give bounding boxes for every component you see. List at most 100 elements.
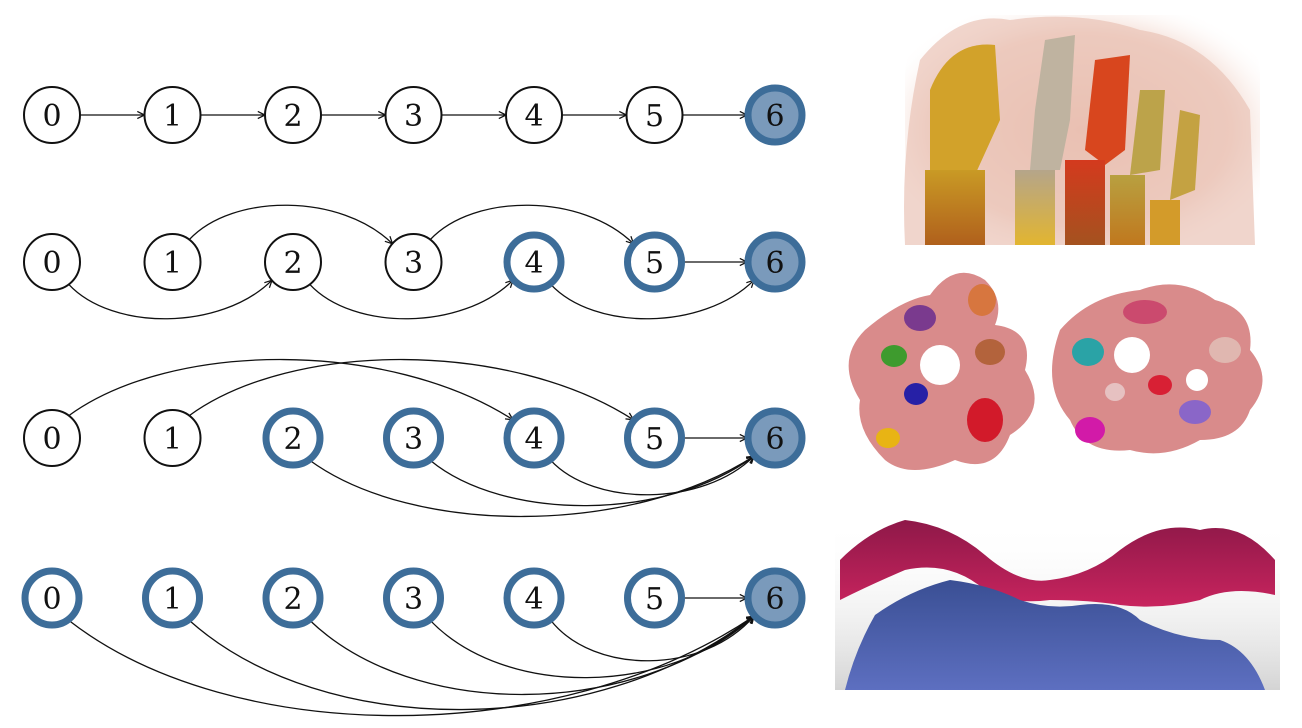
edge-row-4-1-to-6 xyxy=(188,616,754,711)
node-row-1-2: 2 xyxy=(264,86,322,144)
node-circle xyxy=(262,567,324,629)
node-row-2-1: 1 xyxy=(143,233,202,291)
node-row-2-2: 2 xyxy=(264,233,322,291)
node-label: 0 xyxy=(42,99,61,134)
edge-row-4-0-to-6 xyxy=(68,616,754,717)
node-label: 5 xyxy=(645,246,664,281)
node-label: 0 xyxy=(42,582,61,617)
node-circle xyxy=(21,567,83,629)
node-row-3-0: 0 xyxy=(23,409,81,467)
node-label: 6 xyxy=(765,422,784,457)
node-label: 1 xyxy=(163,422,182,457)
node-circle xyxy=(744,407,806,469)
node-row-2-0: 0 xyxy=(23,233,81,291)
node-label: 6 xyxy=(765,99,784,134)
node-label: 6 xyxy=(765,246,784,281)
node-circle xyxy=(625,86,684,144)
node-circle xyxy=(23,233,81,291)
edge-row-4-3-to-6 xyxy=(429,616,754,679)
node-circle xyxy=(143,233,202,291)
node-row-2-5: 5 xyxy=(624,231,685,293)
node-circle xyxy=(262,407,324,469)
node-circle xyxy=(23,409,81,467)
node-label: 4 xyxy=(524,582,543,617)
node-circle xyxy=(384,86,443,144)
node-row-4-4: 4 xyxy=(503,567,565,629)
node-circle xyxy=(505,86,563,144)
node-label: 1 xyxy=(163,99,182,134)
node-label: 3 xyxy=(404,582,423,617)
node-label: 1 xyxy=(163,582,182,617)
edge-row-2-3-to-5 xyxy=(429,204,633,244)
node-circle xyxy=(624,407,685,469)
node-label: 6 xyxy=(765,582,784,617)
node-label: 1 xyxy=(163,246,182,281)
node-label: 4 xyxy=(524,99,543,134)
node-label: 3 xyxy=(404,99,423,134)
node-label: 0 xyxy=(42,246,61,281)
node-label: 5 xyxy=(645,99,664,134)
node-row-3-6: 6 xyxy=(744,407,806,469)
edge-row-3-3-to-6 xyxy=(429,456,754,507)
node-row-2-4: 4 xyxy=(503,231,565,293)
node-circle xyxy=(143,86,202,144)
node-row-4-0: 0 xyxy=(21,567,83,629)
edge-row-2-0-to-2 xyxy=(68,280,272,320)
edges-layer xyxy=(68,115,754,717)
foot-bones-render xyxy=(904,15,1260,245)
node-label: 2 xyxy=(283,99,302,134)
terrain-layers-render xyxy=(835,520,1280,690)
node-circle xyxy=(264,233,322,291)
node-circle xyxy=(503,407,565,469)
node-label: 0 xyxy=(42,422,61,457)
node-label: 4 xyxy=(524,246,543,281)
molecule-blobs-render xyxy=(848,272,1263,470)
edge-row-2-2-to-4 xyxy=(309,280,513,320)
node-label: 2 xyxy=(283,582,302,617)
node-circle xyxy=(143,409,202,467)
node-row-3-1: 1 xyxy=(143,409,202,467)
edge-row-3-0-to-4 xyxy=(68,358,513,420)
node-row-1-1: 1 xyxy=(143,86,202,144)
node-circle xyxy=(264,86,322,144)
node-circle xyxy=(624,231,685,293)
node-label: 2 xyxy=(283,422,302,457)
node-row-4-5: 5 xyxy=(624,567,685,629)
node-row-3-5: 5 xyxy=(624,407,685,469)
node-row-1-5: 5 xyxy=(625,86,684,144)
node-label: 4 xyxy=(524,422,543,457)
node-row-4-3: 3 xyxy=(383,567,444,629)
node-circle xyxy=(624,567,685,629)
node-row-1-3: 3 xyxy=(384,86,443,144)
node-row-1-4: 4 xyxy=(505,86,563,144)
node-label: 3 xyxy=(404,246,423,281)
node-circle xyxy=(383,567,444,629)
node-circle xyxy=(23,86,81,144)
node-row-1-6: 6 xyxy=(744,84,806,146)
node-circle xyxy=(744,84,806,146)
node-row-2-6: 6 xyxy=(744,231,806,293)
node-label: 3 xyxy=(404,422,423,457)
node-circle xyxy=(384,233,443,291)
node-circle xyxy=(503,231,565,293)
node-label: 2 xyxy=(283,246,302,281)
node-circle xyxy=(744,231,806,293)
node-row-3-4: 4 xyxy=(503,407,565,469)
nodes-layer: 0 1 2 3 4 5 6 0 1 2 3 4 5 6 0 1 2 3 4 5 6 0 1 2 3 4 5 6 xyxy=(21,84,806,629)
edge-row-3-2-to-6 xyxy=(309,456,754,518)
node-circle xyxy=(503,567,565,629)
node-row-2-3: 3 xyxy=(384,233,443,291)
edge-row-4-4-to-6 xyxy=(550,616,754,662)
node-circle xyxy=(142,567,203,629)
node-row-4-2: 2 xyxy=(262,567,324,629)
node-row-3-2: 2 xyxy=(262,407,324,469)
node-row-4-6: 6 xyxy=(744,567,806,629)
node-circle xyxy=(383,407,444,469)
node-circle xyxy=(744,567,806,629)
edge-row-3-4-to-6 xyxy=(550,456,754,496)
edge-row-2-4-to-6 xyxy=(550,280,754,320)
edge-row-3-1-to-5 xyxy=(188,358,633,420)
node-row-1-0: 0 xyxy=(23,86,81,144)
node-row-3-3: 3 xyxy=(383,407,444,469)
